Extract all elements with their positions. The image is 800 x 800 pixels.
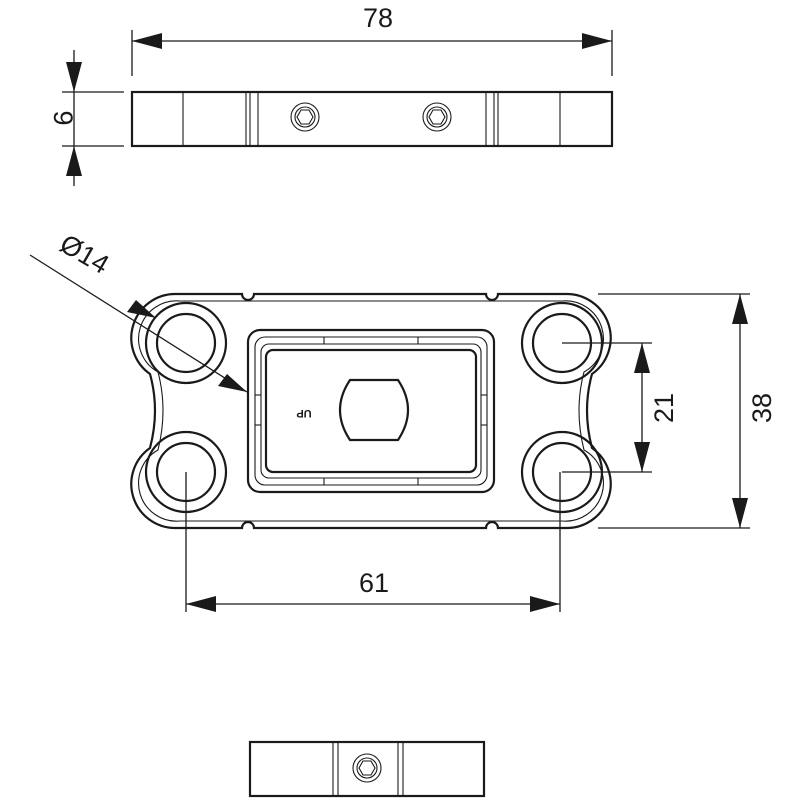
plan-view: UP bbox=[130, 292, 612, 530]
dimension-label-38: 38 bbox=[747, 393, 777, 423]
dimension-hole-diameter: Ø14 bbox=[29, 228, 248, 393]
dimension-label-21: 21 bbox=[649, 393, 679, 423]
dimension-thickness: 9 bbox=[48, 50, 124, 186]
up-marking-label: UP bbox=[296, 407, 311, 419]
set-screw-icon bbox=[290, 102, 320, 132]
dimension-overall-height: 38 bbox=[598, 293, 777, 529]
dimension-hole-pitch-horizontal: 61 bbox=[185, 472, 561, 612]
oblong-slot bbox=[339, 378, 409, 442]
set-screw-icon bbox=[422, 102, 452, 132]
top-side-view bbox=[130, 90, 614, 148]
dimension-hole-pitch-vertical: 21 bbox=[562, 342, 679, 473]
set-screw-icon bbox=[352, 753, 382, 783]
dimension-top-width: 78 bbox=[131, 3, 613, 76]
central-pocket: UP bbox=[246, 328, 496, 494]
dimension-label-78: 78 bbox=[363, 3, 393, 33]
dimension-label-61: 61 bbox=[359, 568, 389, 598]
dimension-label-diameter: Ø14 bbox=[55, 228, 114, 280]
bottom-end-view bbox=[248, 740, 486, 798]
mounting-hole-top-left bbox=[144, 301, 228, 385]
dimension-label-9: 9 bbox=[48, 110, 78, 125]
